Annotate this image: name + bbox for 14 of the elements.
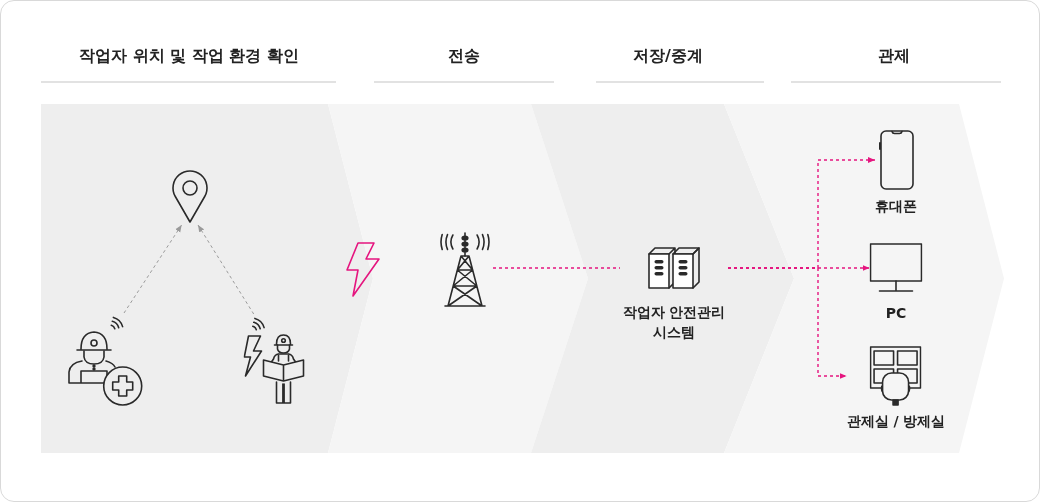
location-pin-icon [169, 169, 211, 225]
signal-tower-icon [437, 229, 493, 307]
node-label: 휴대폰 [875, 197, 917, 216]
stage-heading: 작업자 위치 및 작업 환경 확인 [79, 45, 299, 67]
dashed-arrow [197, 224, 255, 315]
node-label: PC [885, 304, 907, 323]
dashed-line [492, 267, 621, 269]
stage-heading: 저장/중계 [633, 45, 703, 67]
node-label: 관제실 / 방제실 [846, 412, 946, 431]
stage-heading: 전송 [448, 45, 480, 67]
dashed-arrow [727, 267, 848, 379]
node-label: 작업자 안전관리 시스템 [621, 303, 727, 342]
stage-heading: 관제 [878, 45, 910, 67]
dashed-arrow [123, 224, 183, 314]
